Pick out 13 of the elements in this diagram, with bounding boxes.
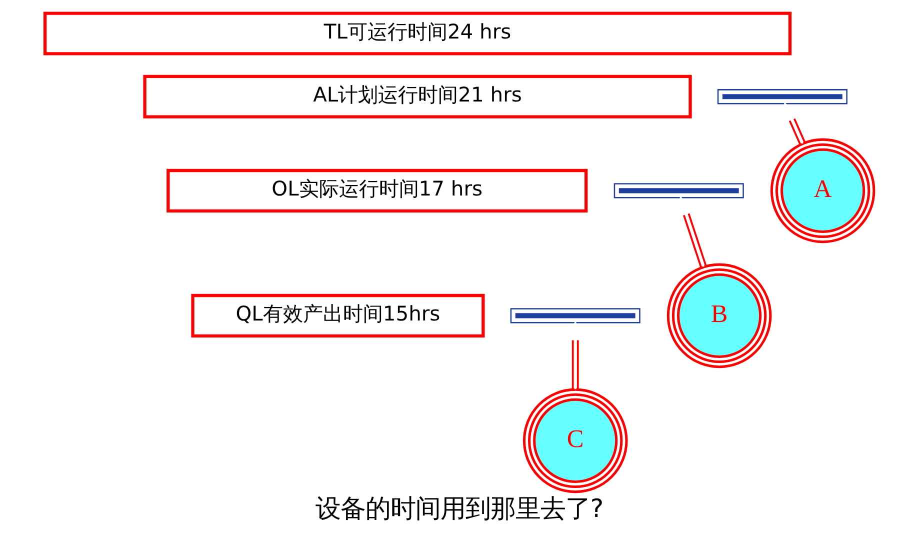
node-box: QL有效产出时间15hrs	[191, 294, 485, 338]
node-box: TL可运行时间24 hrs	[43, 12, 792, 56]
arrow	[784, 101, 806, 145]
node-line	[717, 89, 848, 104]
node-circle: C	[522, 388, 628, 494]
node-line	[614, 183, 744, 198]
node-line	[510, 308, 640, 324]
node-box: OL实际运行时间17 hrs	[166, 168, 588, 212]
node-box: AL计划运行时间21 hrs	[143, 74, 692, 118]
caption: 设备的时间用到那里去了?	[315, 494, 604, 524]
node-circle: A	[770, 138, 876, 244]
arrow	[680, 195, 707, 268]
node-circle: B	[666, 263, 772, 368]
